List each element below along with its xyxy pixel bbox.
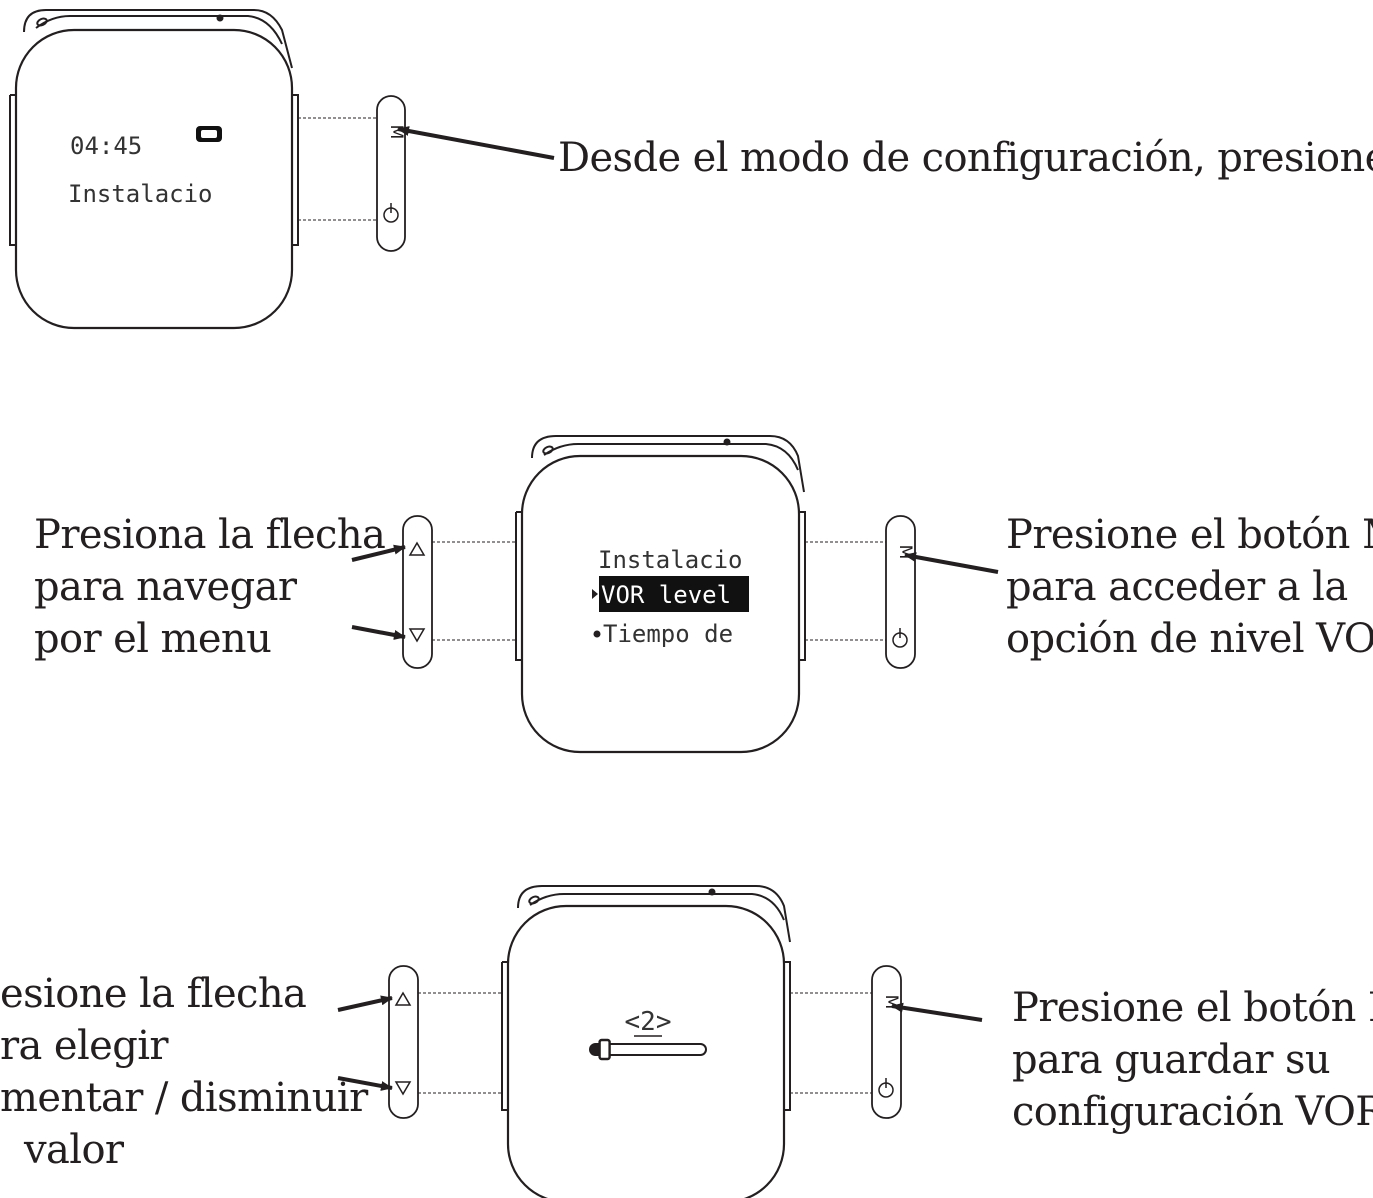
power-icon bbox=[383, 203, 399, 223]
caption-step-2-right-line-3: opción de nivel VOR bbox=[1006, 616, 1373, 662]
pointer-arrow-1 bbox=[397, 126, 555, 160]
guide-lines-3 bbox=[418, 992, 872, 1094]
caption-step-3-right-line-2: para guardar su bbox=[1012, 1037, 1331, 1083]
caption-step-3-left-line-3: mentar / disminuir bbox=[0, 1075, 368, 1121]
down-triangle-icon bbox=[394, 1081, 412, 1096]
device-2 bbox=[515, 435, 806, 754]
value-display: <2> bbox=[625, 1007, 672, 1037]
guide-lines-1 bbox=[298, 117, 377, 221]
level-slider[interactable] bbox=[589, 1038, 707, 1061]
side-button-2[interactable] bbox=[885, 515, 916, 669]
side-button-3[interactable] bbox=[871, 965, 902, 1119]
caption-step-3-right-line-3: configuración VOR bbox=[1012, 1089, 1373, 1135]
slider-knob[interactable] bbox=[598, 1038, 611, 1061]
m-button-label-1: M bbox=[386, 125, 406, 140]
caption-step-3-left-line-4: valor bbox=[24, 1127, 124, 1173]
menu-item-3: Tiempo de bbox=[603, 620, 733, 648]
power-icon bbox=[878, 1078, 894, 1098]
guide-lines-2 bbox=[432, 541, 886, 641]
caption-step-2-right-line-1: Presione el botón M bbox=[1006, 512, 1373, 558]
screen-time: 04:45 bbox=[70, 132, 142, 160]
device-3 bbox=[501, 885, 791, 1198]
caption-step-2-left-line-2: para navegar bbox=[34, 564, 297, 610]
side-button-1[interactable] bbox=[376, 95, 406, 252]
arrow-button-left-3[interactable] bbox=[388, 965, 419, 1119]
screen-menu-text: Instalacio bbox=[68, 180, 213, 208]
pointer-arrows-2 bbox=[351, 544, 999, 640]
menu-bullet-icon bbox=[593, 630, 601, 638]
caption-step-3-left-line-2: ra elegir bbox=[0, 1023, 169, 1069]
caption-step-2-left-line-1: Presiona la flecha bbox=[34, 512, 386, 558]
caption-step-1: Desde el modo de configuración, presione… bbox=[558, 135, 1373, 181]
power-icon bbox=[892, 628, 908, 648]
menu-highlight bbox=[599, 576, 749, 612]
caption-step-3-right-line-1: Presione el botón M bbox=[1012, 985, 1373, 1031]
up-triangle-icon bbox=[394, 991, 412, 1006]
menu-selector-icon bbox=[592, 589, 598, 599]
menu-item-1: Instalacio bbox=[598, 546, 743, 574]
device-1 bbox=[9, 9, 299, 330]
caption-step-2-right-line-2: para acceder a la bbox=[1006, 564, 1348, 610]
menu-item-2: VOR level bbox=[601, 581, 731, 609]
up-triangle-icon bbox=[408, 541, 426, 556]
down-triangle-icon bbox=[408, 628, 426, 643]
caption-step-3-left-line-1: esione la flecha bbox=[0, 971, 307, 1017]
pointer-arrows-3 bbox=[337, 995, 983, 1091]
arrow-button-left-2[interactable] bbox=[402, 515, 433, 669]
caption-step-2-left-line-3: por el menu bbox=[34, 616, 272, 662]
battery-icon bbox=[196, 126, 222, 142]
